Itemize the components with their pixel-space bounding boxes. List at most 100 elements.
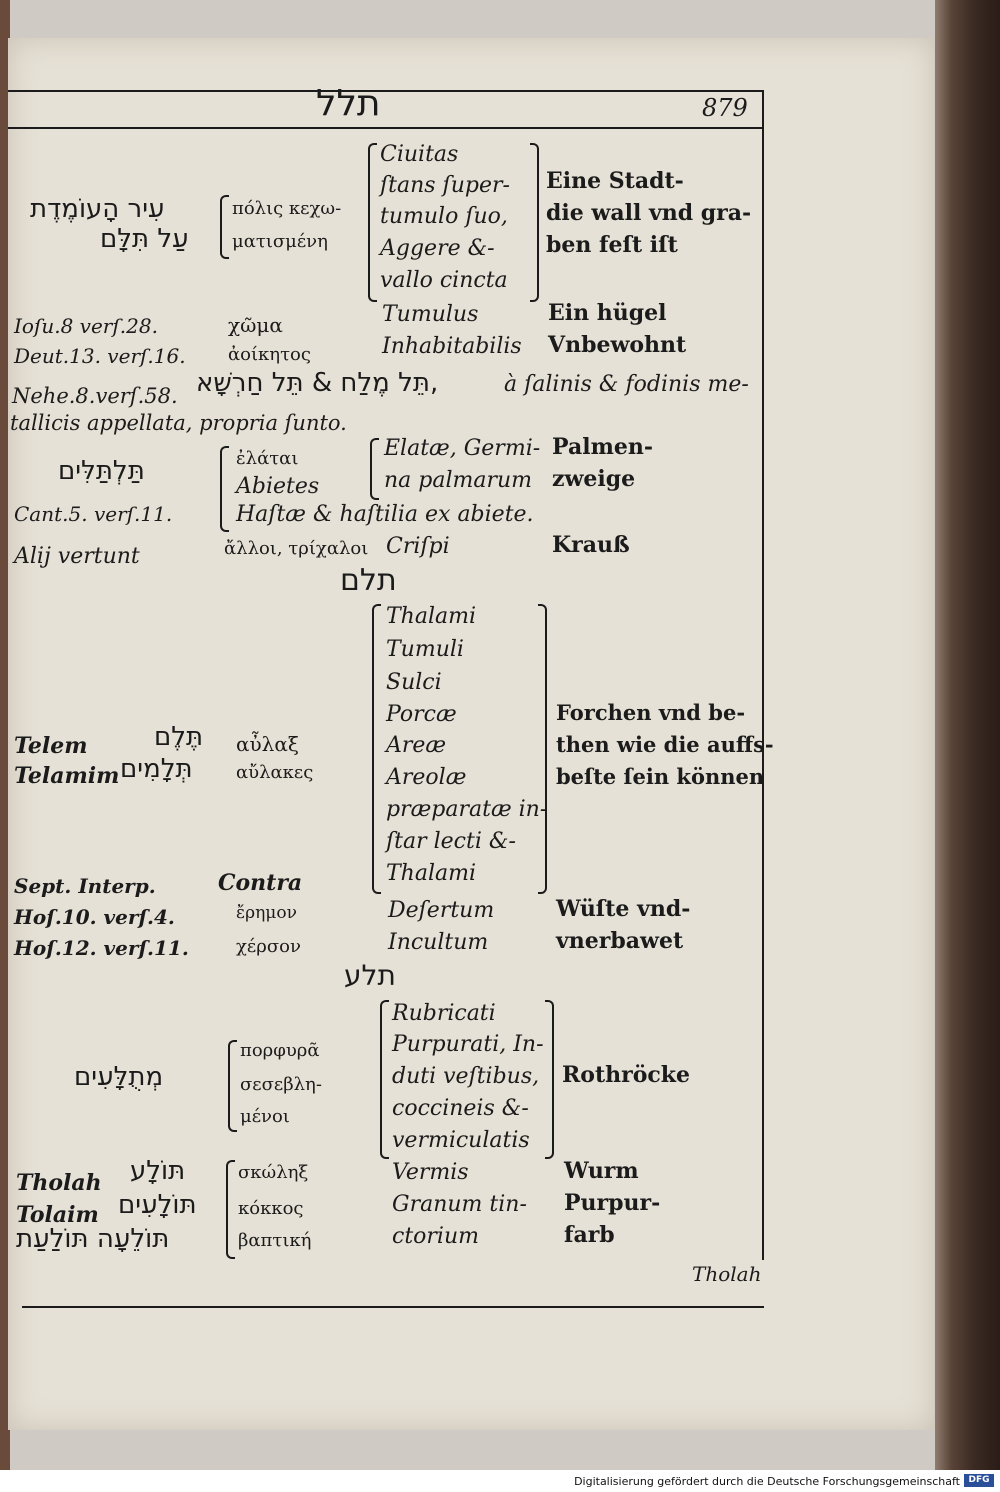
latin-text: Vermis [392,1160,469,1185]
latin-text: Purpurati, In- [392,1032,544,1057]
left-brace [220,446,229,532]
hebrew-text: מְתֻלָּעִים [74,1062,164,1092]
latin-text: tumulo ſuo, [380,204,508,229]
greek-text: σεσεβλη- [240,1074,322,1095]
latin-text: Tumulus [382,302,479,327]
hebrew-root-heading: תלע [344,959,396,992]
greek-text: κόκκος [238,1198,304,1219]
bottom-rule [22,1306,764,1308]
greek-text: χῶμα [228,313,283,337]
right-brace [545,1000,554,1159]
german-text: beſte ſein können [556,764,765,789]
hebrew-text: תֵּל מֶלַח & תֵּל חַרְשָׁא, [196,368,439,398]
german-text: Krauß [552,532,630,558]
greek-text: μένοι [240,1106,290,1127]
bible-reference: Deut.13. verſ.16. [14,344,186,368]
latin-text: vallo cincta [380,268,508,293]
left-brace [228,1040,237,1132]
german-text: Ein hügel [548,300,667,326]
greek-text: πορφυρᾶ [240,1040,320,1061]
german-text: then wie die auffs- [556,732,774,757]
hebrew-text: תְּלָמִים [120,754,193,784]
hebrew-text: תּוֹלָע [130,1156,186,1186]
hebrew-text: תַּלְתַּלִּים [58,456,145,486]
transliteration: Tholah [16,1170,102,1196]
hebrew-root-heading: תלם [340,563,397,598]
latin-text: Thalami [386,861,477,886]
funding-credit: Digitalisierung gefördert durch die Deut… [574,1475,960,1488]
transliteration: Tolaim [16,1202,99,1228]
bible-reference: Nehe.8.verſ.58. [12,384,178,408]
footer-bar: Digitalisierung gefördert durch die Deut… [0,1470,1000,1492]
left-brace [226,1160,235,1259]
hebrew-text: עַל תִּלָּם [100,224,189,254]
hebrew-text: תּוֹלֵעָה תּוֹלַעַת [16,1224,170,1254]
catchword: Tholah [692,1262,762,1286]
latin-text: ctorium [392,1224,479,1249]
bible-reference: Sept. Interp. [14,874,156,898]
greek-text: ἔρημον [236,903,297,923]
transliteration: Telamim [14,763,120,789]
right-rule [762,90,764,1260]
greek-text: αὔλακες [236,762,314,783]
greek-text: χέρσον [236,936,301,957]
latin-text: vermiculatis [392,1128,530,1153]
greek-text: ἀοίκητος [228,344,311,365]
latin-text: Tumuli [386,637,464,662]
latin-text: Granum tin- [392,1192,527,1217]
latin-text: Areæ [386,733,447,758]
greek-text: ματισμένη [232,231,328,252]
latin-text: Criſpi [386,534,450,559]
latin-text: Thalami [386,604,477,629]
hebrew-root-title: תלל [316,83,381,124]
latin-text: coccineis &- [392,1096,529,1121]
latin-text: Inhabitabilis [382,334,522,359]
german-text: ben feſt iſt [546,232,678,258]
latin-text: à ſalinis & fodinis me- [504,372,749,397]
latin-text: na palmarum [384,468,533,493]
latin-text: ſtans ſuper- [380,173,510,198]
latin-text: tallicis appellata, propria ſunto. [10,411,347,435]
bible-reference: Hoſ.10. verſ.4. [14,905,175,929]
latin-text: duti veſtibus, [392,1064,540,1089]
book-page [8,38,934,1430]
german-text: Vnbewohnt [548,332,687,358]
greek-text: σκώληξ [238,1162,309,1183]
greek-text: ἄλλοι, τρίχαλοι [224,538,369,559]
latin-text: Porcæ [386,702,457,727]
greek-text: πόλις κεχω- [232,198,342,219]
scan-edge-shadow [935,0,1000,1470]
german-text: Eine Stadt- [546,168,684,194]
greek-text: αὖλαξ [236,732,299,756]
left-brace [372,604,381,894]
left-brace [380,1000,389,1159]
transliteration: Telem [14,733,88,759]
right-brace [538,604,547,894]
german-text: vnerbawet [556,928,684,954]
latin-text: Sulci [386,670,442,695]
hebrew-text: עִיר הָעוֹמֶדֶת [30,194,165,224]
latin-text: ſtar lecti &- [386,829,516,854]
left-brace [370,438,379,500]
latin-text: Elatæ, Germi- [384,436,541,461]
german-text: Wüſte vnd- [556,896,691,922]
left-brace [220,195,229,259]
bible-reference: Cant.5. verſ.11. [14,502,173,526]
top-rule [8,90,764,92]
greek-text: βαπτική [238,1230,312,1251]
greek-text: ἐλάται [236,448,299,469]
page-number: 879 [702,94,748,122]
latin-text: Contra [218,870,303,896]
latin-text: Abietes [236,474,320,499]
bible-reference: Hoſ.12. verſ.11. [14,936,189,960]
bible-reference: Ioſu.8 verſ.28. [14,314,158,338]
german-text: zweige [552,466,636,492]
hebrew-text: תֶּלֶם [154,722,204,752]
head-rule [8,127,764,129]
german-text: farb [564,1222,615,1248]
latin-text: Areolæ [386,765,467,790]
hebrew-text: תּוֹלָעִים [118,1190,197,1220]
right-brace [530,143,539,302]
binding-shadow [0,0,10,1470]
